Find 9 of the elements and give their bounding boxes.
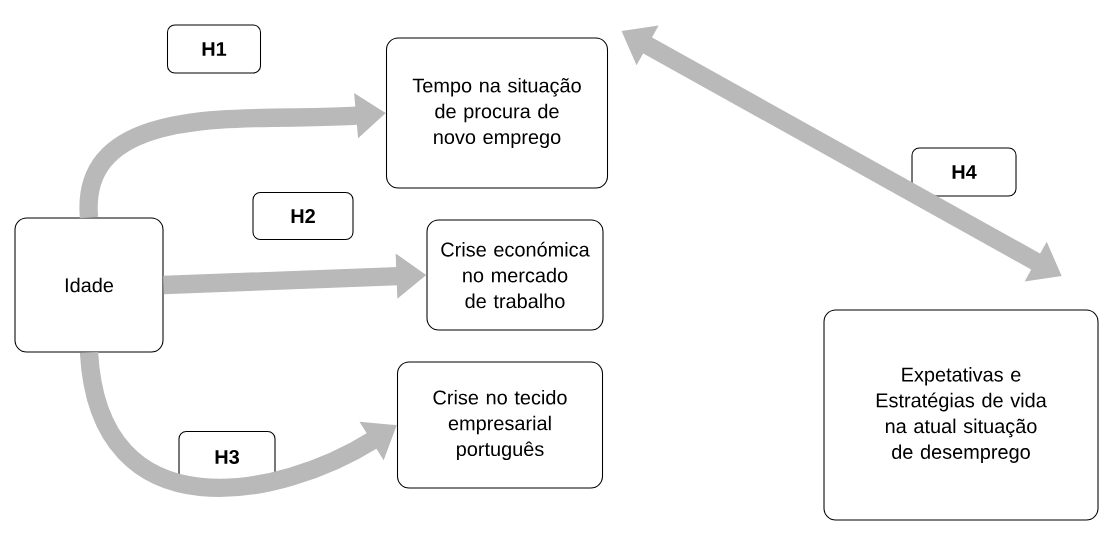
- label-box: H4: [911, 147, 1017, 197]
- label-box: H3: [178, 430, 276, 484]
- text-box: Idade: [14, 217, 164, 353]
- text-box: Crise no tecido empresarial português: [396, 361, 604, 489]
- label-box: H1: [166, 24, 262, 74]
- label-box: H2: [252, 191, 354, 241]
- text-box: Crise económica no mercado de trabalho: [426, 219, 604, 331]
- text-box: Tempo na situação de procura de novo emprego: [385, 37, 609, 189]
- text-box: Expetativas e Estratégias de vida na atual situação de desemprego: [823, 309, 1099, 521]
